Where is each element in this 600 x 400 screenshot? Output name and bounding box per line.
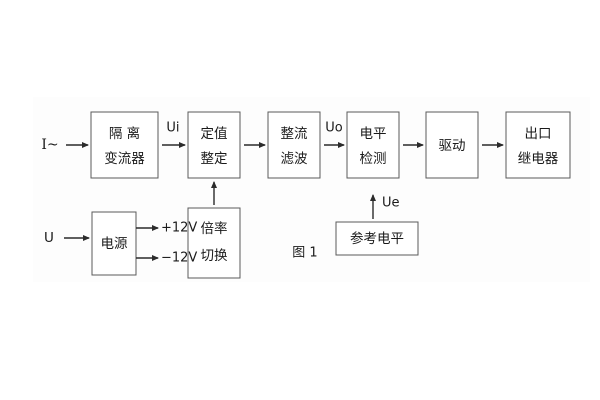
- label-multiplier-switch-line2: 切换: [201, 248, 228, 264]
- label-signal-ui: Ui: [166, 121, 179, 136]
- label-power-supply: 电源: [101, 236, 128, 252]
- label-voltage-input: U: [44, 230, 54, 246]
- block-drive: [425, 111, 479, 179]
- block-reference-level: [335, 221, 419, 256]
- label-drive: 驱动: [439, 138, 466, 154]
- block-isolation-ct: [90, 111, 159, 179]
- block-multiplier-switch: [187, 207, 241, 279]
- block-output-relay: [505, 111, 571, 179]
- label-reference-level: 参考电平: [350, 230, 404, 247]
- label-rectify-filter-line2: 滤波: [281, 151, 308, 167]
- label-level-detect-line1: 电平: [360, 126, 387, 142]
- label-rectify-filter-line1: 整流: [281, 126, 308, 142]
- label-setpoint-line2: 整定: [201, 151, 228, 167]
- label-signal-ue: Ue: [382, 196, 400, 211]
- label-signal-uo: Uo: [325, 121, 343, 136]
- block-power-supply: [91, 211, 137, 276]
- label-output-relay-line2: 继电器: [518, 151, 559, 167]
- figure-caption: 图 1: [292, 246, 317, 261]
- label-output-relay-line1: 出口: [525, 126, 552, 142]
- label-level-detect-line2: 检测: [360, 151, 387, 167]
- label-setpoint-line1: 定值: [201, 126, 228, 142]
- label-rail-negative: −12V: [161, 251, 197, 266]
- label-current-input: I~: [41, 137, 58, 153]
- label-isolation-ct-line1: 隔 离: [109, 125, 140, 142]
- block-rectify-filter: [267, 111, 321, 179]
- label-isolation-ct-line2: 变流器: [104, 151, 145, 167]
- label-rail-positive: +12V: [161, 221, 197, 236]
- block-level-detect: [346, 111, 400, 179]
- label-multiplier-switch-line1: 倍率: [201, 220, 228, 237]
- block-setpoint: [187, 111, 241, 179]
